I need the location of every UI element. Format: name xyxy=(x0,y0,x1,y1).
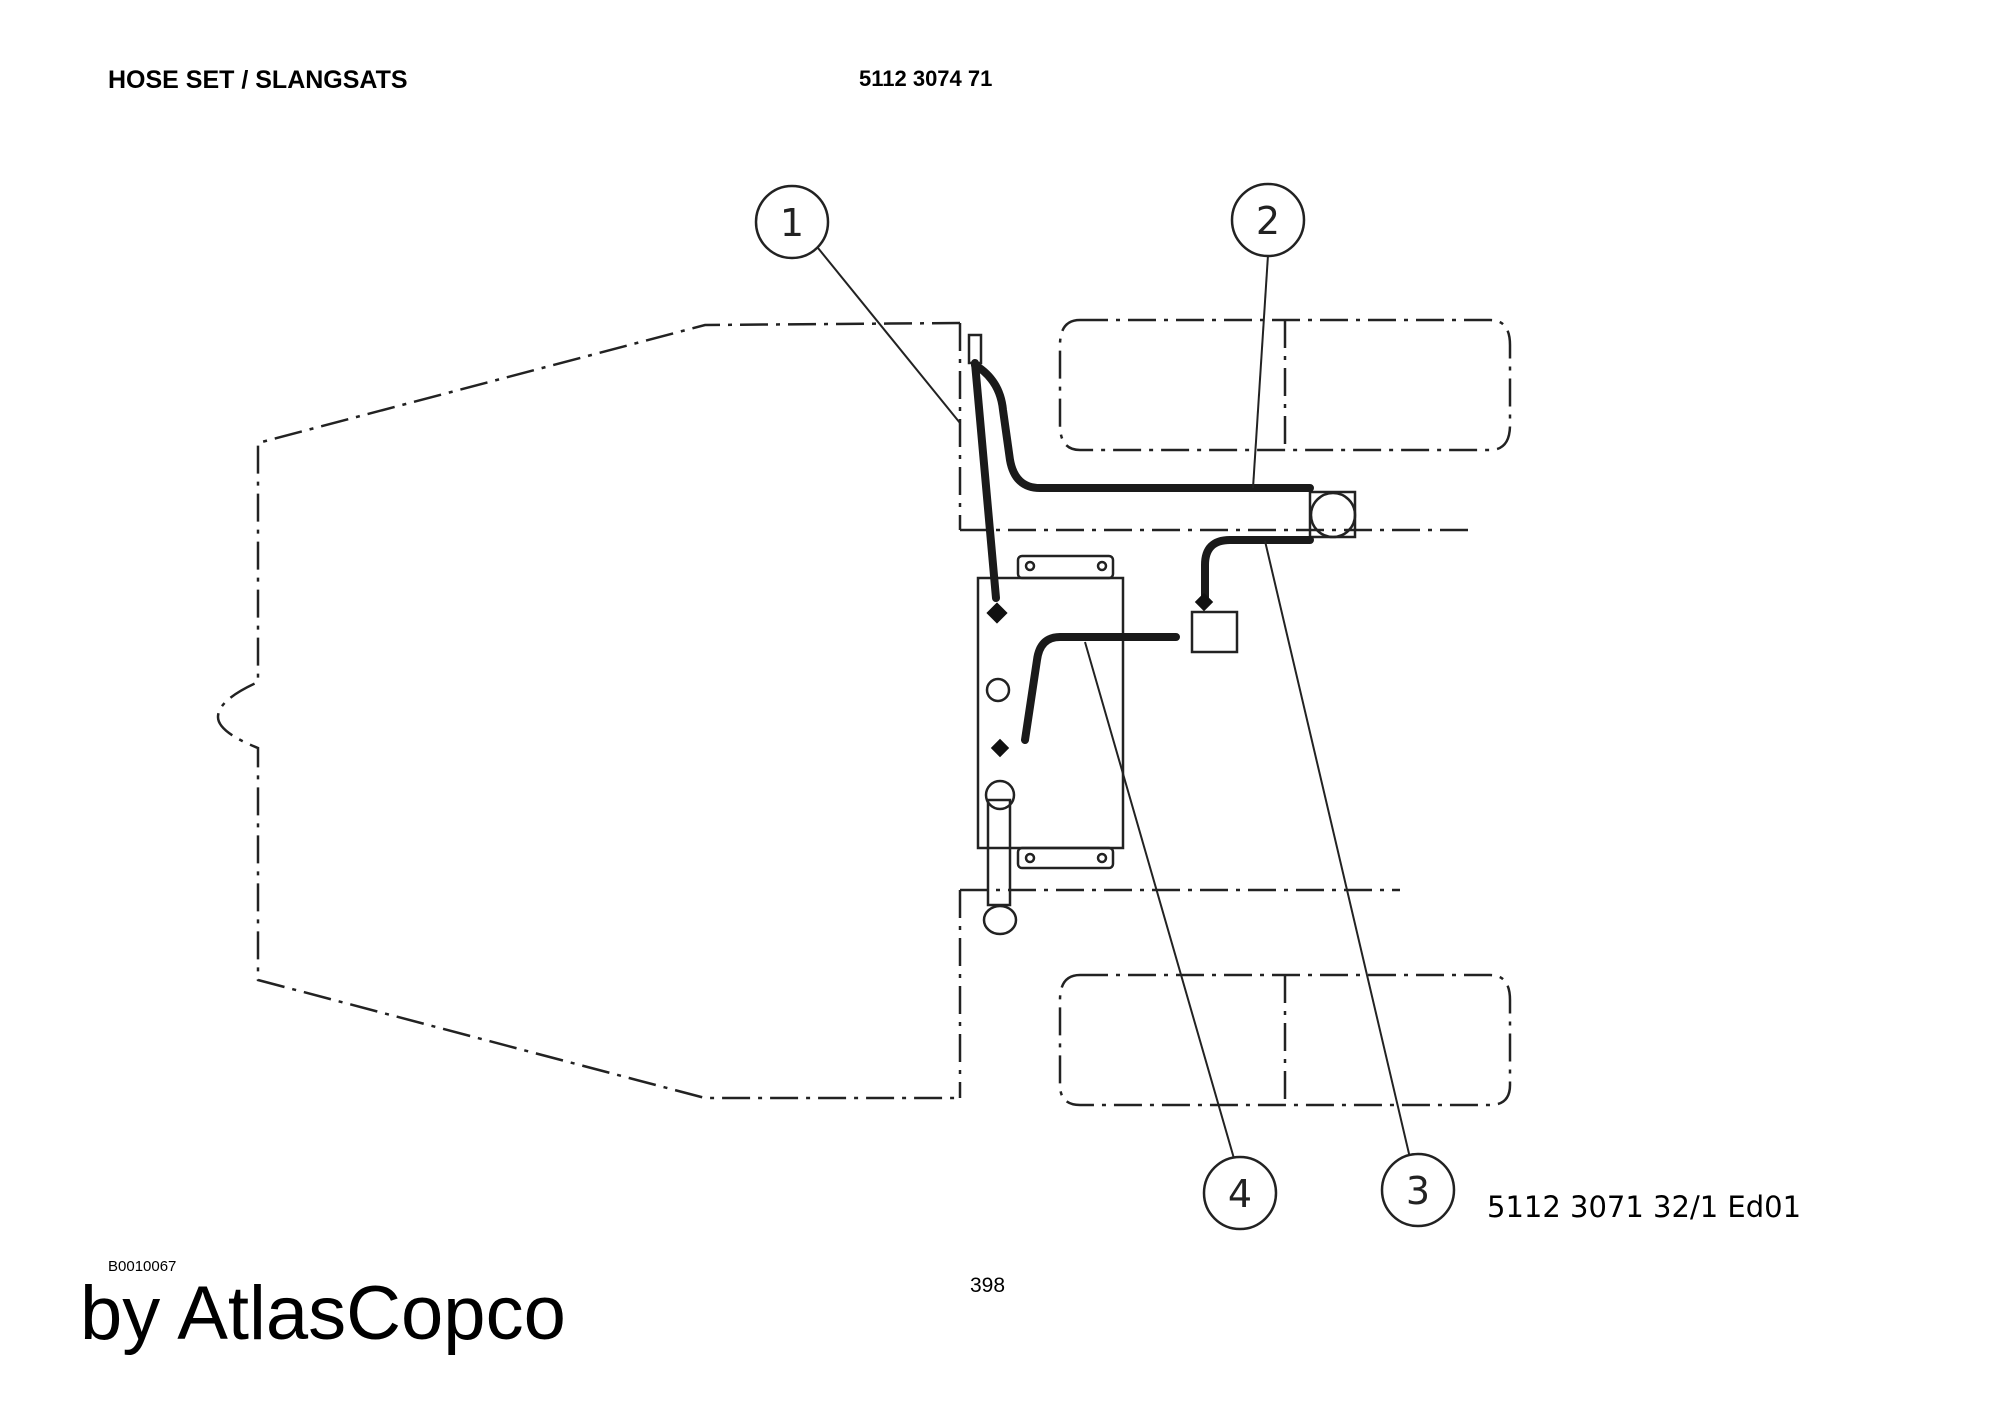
document-title: HOSE SET / SLANGSATS xyxy=(108,66,408,94)
hose-4 xyxy=(1021,633,1180,744)
pump-housing xyxy=(1308,490,1357,539)
machine-body-outline xyxy=(216,321,961,1100)
tank-port xyxy=(985,677,1011,703)
bracket-hole xyxy=(1024,560,1036,572)
hose-3-end-fitting xyxy=(1194,592,1214,612)
leader-line-2 xyxy=(1252,254,1269,489)
callout-circle-4 xyxy=(1202,1155,1278,1231)
tank-bracket-top xyxy=(1016,554,1115,580)
watermark: by AtlasCopco xyxy=(80,1271,566,1356)
image-code: B0010067 xyxy=(108,1258,177,1275)
bracket-hole xyxy=(1096,852,1108,864)
hose-1-end-fitting xyxy=(986,602,1008,624)
leader-line-1 xyxy=(817,247,961,424)
bracket-hole xyxy=(1096,560,1108,572)
valve-box xyxy=(1190,610,1239,654)
hose-4-end-fitting xyxy=(990,738,1010,758)
callout-number-2: 2 xyxy=(1256,199,1280,243)
drawing-reference: 5112 3071 32/1 Ed01 xyxy=(1487,1190,1802,1224)
tank-bracket-bottom xyxy=(1016,846,1115,870)
leader-line-3 xyxy=(1264,540,1411,1159)
top-fitting xyxy=(967,333,983,365)
hose-1 xyxy=(971,359,1000,602)
callout-circle-3 xyxy=(1380,1152,1456,1228)
callout-circle-2 xyxy=(1230,182,1306,258)
callout-circle-1 xyxy=(754,184,830,260)
tank-fitting xyxy=(984,779,1016,811)
callout-number-1: 1 xyxy=(780,201,804,245)
leader-line-4 xyxy=(1084,641,1236,1163)
part-number: 5112 3074 71 xyxy=(859,66,993,91)
drain-plug xyxy=(982,904,1018,936)
wheel-outline-lower xyxy=(1058,973,1512,1107)
bracket-hole xyxy=(1024,852,1036,864)
callout-number-4: 4 xyxy=(1228,1172,1252,1216)
page-number: 398 xyxy=(970,1274,1006,1297)
callout-number-3: 3 xyxy=(1406,1169,1430,1213)
wheel-outline-upper xyxy=(1058,318,1512,452)
hose-3 xyxy=(1201,536,1314,604)
hose-2 xyxy=(971,361,1314,492)
